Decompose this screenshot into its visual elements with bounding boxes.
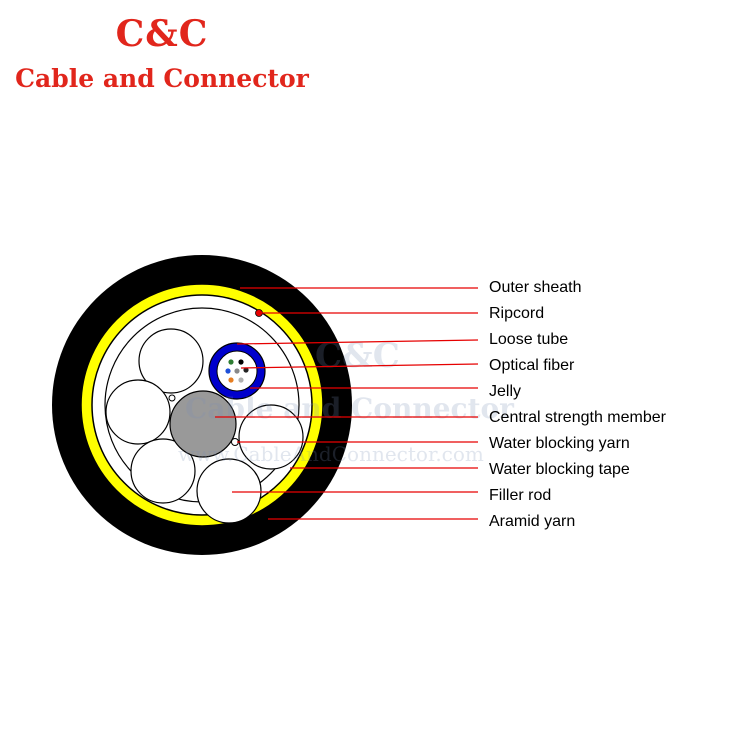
filler-rod — [138, 328, 204, 394]
label-ripcord: Ripcord — [489, 305, 544, 322]
watermark: C&C Cable and Connector www.CableAndConn… — [178, 336, 515, 466]
logo-subtitle: Cable and Connector — [15, 64, 309, 93]
filler-rod — [238, 404, 304, 470]
label-jelly: Jelly — [489, 383, 521, 400]
label-water-blocking-tape: Water blocking tape — [489, 461, 630, 478]
callouts — [215, 287, 479, 520]
optical-fiber — [234, 368, 240, 374]
watermark-line-3: www.CableAndConnector.com — [178, 442, 484, 466]
central-strength-member — [169, 390, 237, 458]
watermark-line-2: Cable and Connector — [185, 392, 515, 425]
optical-fiber — [228, 359, 234, 365]
filler-rod — [105, 379, 171, 445]
label-loose-tube: Loose tube — [489, 331, 568, 348]
label-optical-fiber: Optical fiber — [489, 357, 575, 374]
optical-fiber — [243, 367, 249, 373]
callout-labels: Outer sheath Ripcord Loose tube Optical … — [489, 279, 667, 530]
callout-line-loose-tube — [236, 339, 479, 345]
filler-rod — [196, 458, 262, 524]
optical-fiber — [225, 368, 231, 374]
water-blocking-yarn — [168, 394, 176, 402]
logo-title: C&C — [115, 13, 209, 55]
filler-rod — [130, 438, 196, 504]
label-outer-sheath: Outer sheath — [489, 279, 582, 296]
optical-fiber — [238, 359, 244, 365]
label-aramid-yarn: Aramid yarn — [489, 513, 575, 530]
optical-fiber — [238, 377, 244, 383]
label-water-blocking-yarn: Water blocking yarn — [489, 435, 630, 452]
callout-line-optical-fiber — [240, 363, 479, 369]
label-filler-rod: Filler rod — [489, 487, 551, 504]
label-central-strength-member: Central strength member — [489, 409, 667, 426]
optical-fiber — [228, 377, 234, 383]
